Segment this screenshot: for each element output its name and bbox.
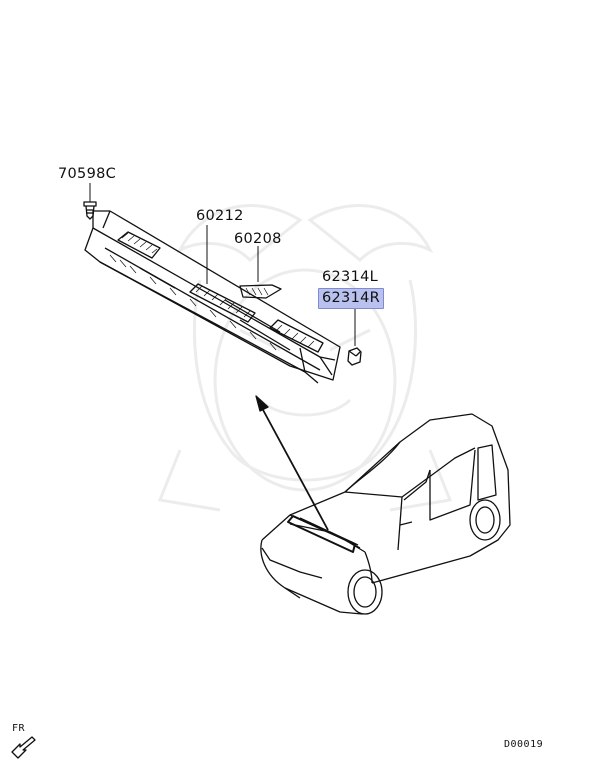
diagram-code: D00019 [504,739,544,750]
part-label-cowl-top[interactable]: 60212 [196,208,244,224]
part-label-cap-right-highlighted[interactable]: 62314R [318,288,385,309]
part-label-clip[interactable]: 70598C [58,166,117,182]
part-label-seal[interactable]: 60208 [234,231,282,247]
vehicle-outline-icon [260,413,511,615]
cap-part-icon [347,347,362,366]
front-direction-arrow-icon [11,736,36,759]
location-arrow-icon [255,395,329,531]
seal-part-icon [239,284,282,299]
cowl-top-panel-part-icon [84,210,341,384]
part-label-cap-left[interactable]: 62314L [322,269,379,285]
front-direction-label: FR [12,723,26,734]
